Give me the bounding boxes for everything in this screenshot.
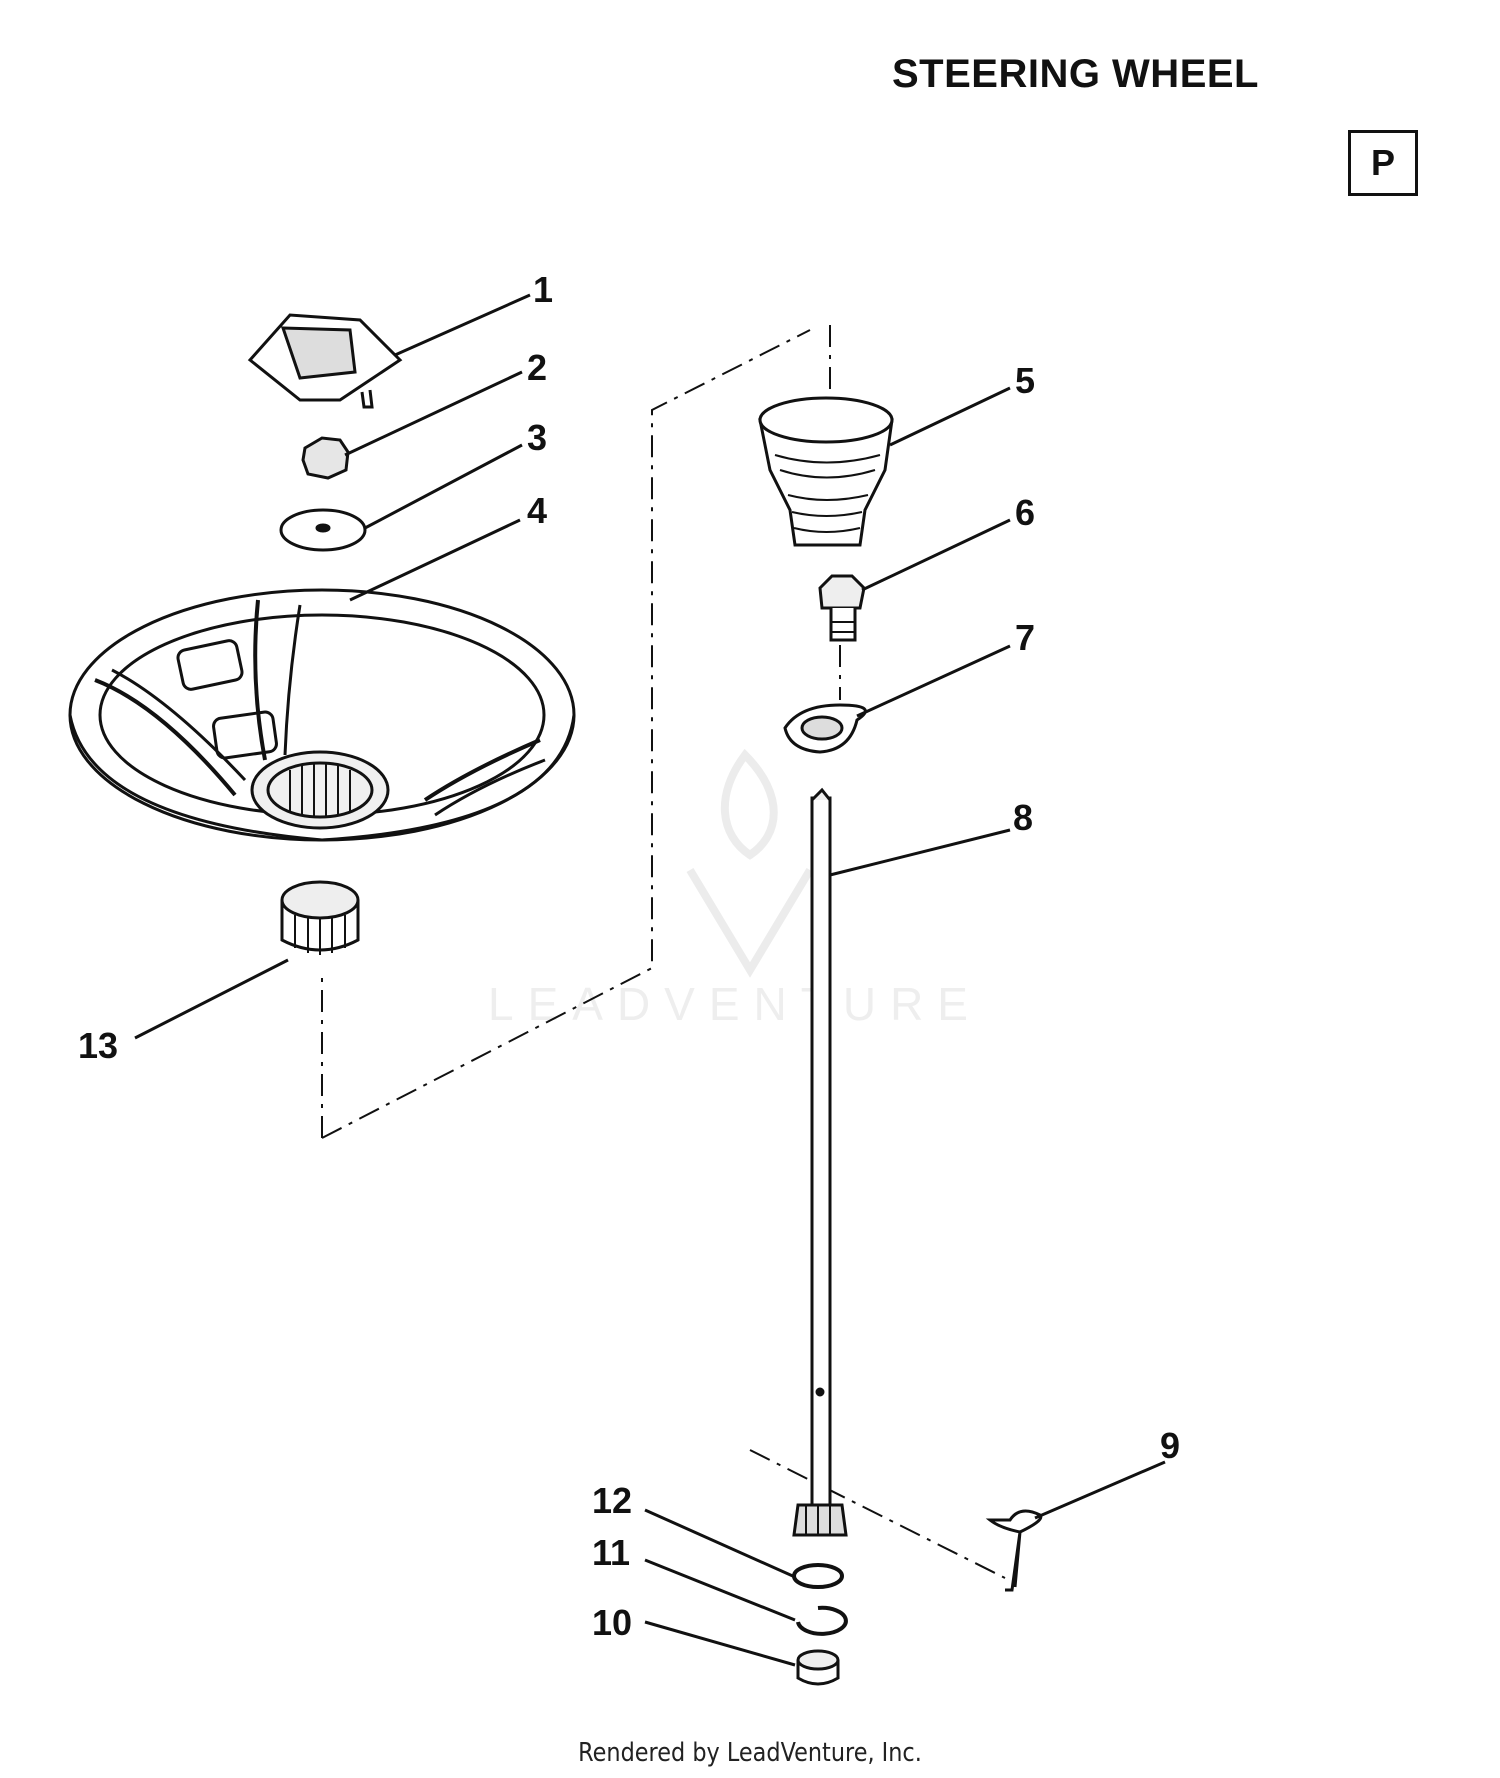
page-title: STEERING WHEEL [891,52,1259,96]
washer-part [279,508,367,552]
bearing-flange-part [783,703,867,754]
callout-10: 10 [592,1602,632,1643]
bolt-part [818,574,866,642]
callout-12: 12 [592,1480,632,1521]
callout-6: 6 [1015,492,1035,533]
callout-1: 1 [533,269,553,310]
lower-washer-part [792,1563,844,1589]
cotter-pin-part [985,1509,1043,1592]
bottom-cap-part [796,1649,840,1686]
boot-part [758,396,894,547]
watermark-text: LEADVENTURE [488,978,982,1030]
callout-11: 11 [592,1532,630,1573]
callout-9: 9 [1160,1425,1180,1466]
callout-13: 13 [78,1025,118,1066]
callout-4: 4 [527,490,547,531]
steering-shaft-part [792,787,848,1537]
snap-ring-part [796,1605,848,1636]
callout-5: 5 [1015,360,1035,401]
nut-part [301,436,350,480]
steering-wheel-part [68,588,576,842]
footer-credit: Rendered by LeadVenture, Inc. [578,1738,922,1768]
spline-adapter-part [280,880,360,955]
callout-3: 3 [527,417,547,458]
callout-8: 8 [1013,797,1033,838]
watermark-logo-icon [686,748,814,978]
callout-2: 2 [527,347,547,388]
callout-7: 7 [1015,617,1035,658]
section-badge: P [1348,130,1418,196]
hub-cap-part [247,313,403,409]
